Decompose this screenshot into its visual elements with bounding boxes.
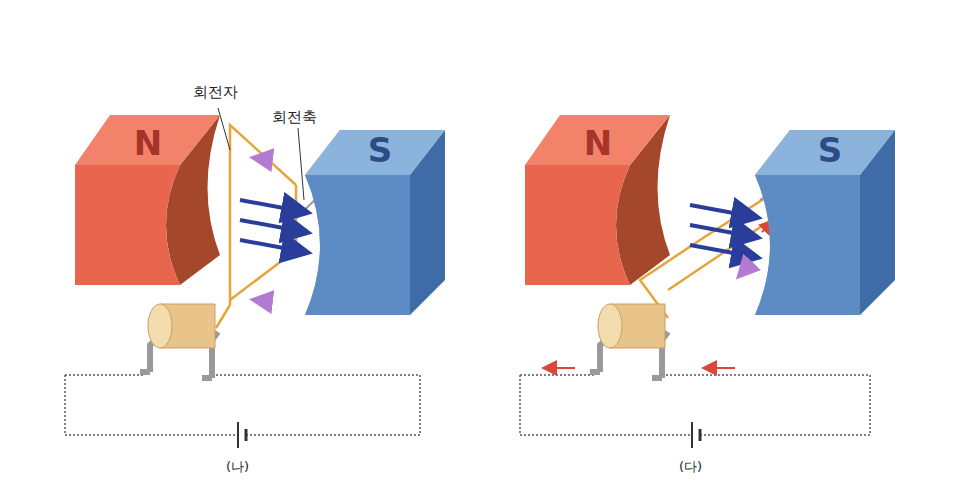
field-arrows — [240, 200, 305, 252]
magnet-front — [75, 165, 180, 285]
circuit-wire — [520, 375, 870, 435]
south-magnet: S — [300, 120, 450, 320]
rotor-coil — [216, 305, 230, 328]
battery-symbol — [699, 429, 702, 441]
north-magnet: N — [70, 105, 230, 295]
current-arrow — [545, 367, 575, 369]
battery-symbol — [691, 422, 693, 448]
part-label: 회전자 — [193, 84, 238, 101]
force-arrow — [255, 158, 272, 160]
south-magnet: S — [750, 120, 900, 320]
force-arrow — [255, 300, 272, 302]
leader-line — [298, 128, 304, 200]
magnet-front — [305, 175, 410, 315]
part-label: 회전축 — [272, 109, 317, 126]
north-magnet: N — [520, 105, 680, 295]
figure-caption: (나) — [226, 460, 249, 474]
battery-symbol — [245, 429, 248, 441]
battery-symbol — [237, 422, 239, 448]
magnet-front — [525, 165, 630, 285]
pole-letter: N — [584, 126, 612, 160]
commutator — [598, 304, 622, 348]
rotor-coil — [230, 125, 296, 305]
current-arrow — [705, 367, 735, 369]
magnet-top — [75, 115, 220, 165]
magnet-side — [410, 130, 445, 315]
circuit-wire — [65, 375, 420, 435]
magnet-front — [755, 175, 860, 315]
figure-caption: (다) — [679, 460, 702, 474]
field-arrows — [690, 205, 755, 257]
magnet-top — [525, 115, 670, 165]
magnet-side — [860, 130, 895, 315]
force-arrow — [740, 262, 752, 275]
leader-line — [218, 108, 230, 150]
pole-letter: S — [818, 133, 843, 167]
pole-letter: N — [134, 126, 162, 160]
pole-letter: S — [368, 133, 393, 167]
commutator — [148, 304, 172, 348]
